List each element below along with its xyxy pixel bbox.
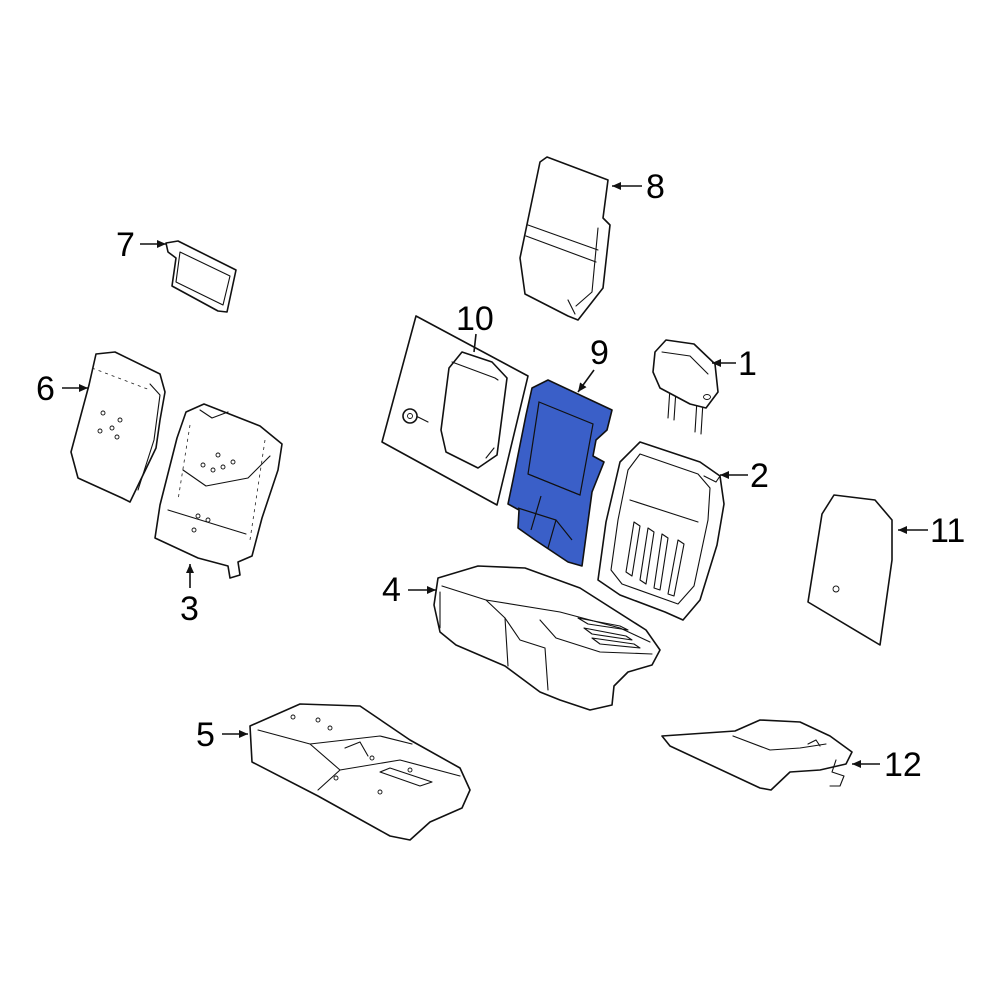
part-10-armrest-assembly (381, 315, 529, 506)
leader-lines (62, 182, 928, 768)
part-1-headrest (652, 339, 719, 435)
part-4-seat-cushion (433, 565, 661, 711)
callout-10: 10 (456, 300, 494, 338)
part-2-seat-back-cushion (597, 441, 725, 621)
part-3-seat-back-frame-pad (154, 403, 283, 579)
callout-3: 3 (180, 590, 199, 628)
part-6-seat-back-panel (70, 351, 166, 503)
callout-11: 11 (930, 512, 965, 550)
callout-labels: 1 2 3 4 5 6 7 8 9 10 11 12 (36, 168, 965, 784)
part-9-armrest-pad (507, 379, 613, 567)
callout-6: 6 (36, 370, 55, 408)
callout-12: 12 (884, 746, 922, 784)
part-12-heater-element (661, 719, 853, 791)
callout-1: 1 (738, 345, 757, 383)
callout-2: 2 (750, 457, 769, 495)
callout-9: 9 (590, 334, 609, 372)
callout-4: 4 (382, 571, 401, 609)
callout-5: 5 (196, 716, 215, 754)
part-7-small-panel (165, 240, 237, 313)
part-5-seat-cushion-pad (249, 703, 471, 841)
callout-7: 7 (116, 226, 135, 264)
part-8-seat-back-cover (519, 156, 611, 321)
part-11-back-panel (807, 494, 893, 646)
callout-8: 8 (646, 168, 665, 206)
